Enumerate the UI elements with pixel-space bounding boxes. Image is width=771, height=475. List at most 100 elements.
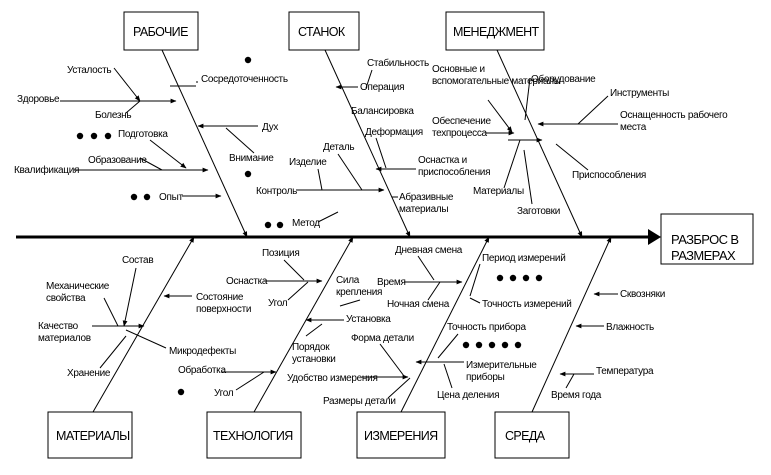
label-spirit: Дух xyxy=(262,122,278,133)
label-position: Позиция xyxy=(262,248,299,259)
line-attention xyxy=(225,127,255,154)
label-surface-condition-line: Состояние xyxy=(196,292,244,303)
label-tooling-line: приспособления xyxy=(418,166,490,178)
label-control: Контроль xyxy=(256,186,297,197)
label-workplace-equipping-line: Оснащенность рабочего xyxy=(620,109,728,121)
dot xyxy=(475,341,483,349)
label-experience: Опыт xyxy=(159,192,183,203)
category-environment: СРЕДА xyxy=(505,429,546,443)
arrow-basic-materials xyxy=(487,99,513,133)
category-management: МЕНЕДЖМЕНТ xyxy=(453,25,539,39)
label-training: Подготовка xyxy=(118,129,168,140)
line-part xyxy=(337,153,363,191)
label-balancing-line: Балансировка xyxy=(351,106,414,117)
effect-line1: РАЗБРОС В xyxy=(671,232,738,247)
label-time: Время xyxy=(377,277,406,288)
label-humidity: Влажность xyxy=(606,322,654,333)
dot xyxy=(514,341,522,349)
line-method xyxy=(317,211,339,223)
label-vibrations: Сквозняки xyxy=(620,289,665,300)
label-tooling-line: Оснастка и xyxy=(418,155,467,166)
dot xyxy=(535,274,543,282)
branch-workers xyxy=(161,49,248,238)
line-day-shift xyxy=(417,255,435,281)
label-blanks: Заготовки xyxy=(517,206,560,217)
line-time-of-year xyxy=(565,373,575,389)
branch-measurement xyxy=(400,236,490,413)
category-box-technology xyxy=(206,411,302,459)
line-angle2 xyxy=(235,371,265,391)
arrow-fatigue xyxy=(113,67,141,102)
line-mounting-order xyxy=(305,323,323,337)
label-angle: Угол xyxy=(268,298,288,309)
arrow-training xyxy=(149,139,187,169)
dot xyxy=(501,341,509,349)
dot xyxy=(130,193,138,201)
spine-arrowhead xyxy=(648,229,661,245)
dot xyxy=(522,274,530,282)
dot xyxy=(488,341,496,349)
label-storage: Хранение xyxy=(67,368,111,379)
category-measurement: ИЗМЕРЕНИЯ xyxy=(364,429,438,443)
label-night-shift: Ночная смена xyxy=(387,299,450,310)
branch-technology xyxy=(253,236,354,413)
label-time-of-year: Время года xyxy=(551,390,602,401)
branch-machine xyxy=(324,49,411,238)
label-abrasives-line: Абразивные xyxy=(399,191,454,203)
line-illness xyxy=(125,100,141,114)
label-mechanical-properties-line: Механические xyxy=(46,281,110,292)
line-microdefects xyxy=(125,329,167,349)
dot xyxy=(76,132,84,140)
label-product: Изделие xyxy=(289,157,327,168)
label-method: Метод xyxy=(292,218,320,229)
line-accuracy-dev xyxy=(437,333,459,359)
line-equipment xyxy=(524,77,531,121)
label-abrasives-line: материалы xyxy=(399,204,448,215)
label-temperature: Температура xyxy=(596,366,654,377)
category-technology: ТЕХНОЛОГИЯ xyxy=(213,429,293,443)
label-part: Деталь xyxy=(323,142,354,153)
category-box-management xyxy=(445,11,545,51)
category-box-machine xyxy=(288,11,360,51)
label-surface-condition-line: поверхности xyxy=(196,304,251,315)
label-deformation: Деформация xyxy=(365,126,423,138)
category-box-materials xyxy=(47,411,133,459)
label-accuracy-meas: Точность измерений xyxy=(482,299,572,310)
label-part-dims: Размеры детали xyxy=(323,396,396,407)
line-mechanical xyxy=(103,297,119,327)
dot xyxy=(244,170,252,178)
line-stability xyxy=(365,69,373,89)
line-night-shift xyxy=(427,281,441,301)
dot xyxy=(264,221,272,229)
arrow-composition xyxy=(122,267,137,327)
line-education xyxy=(139,157,163,171)
label-qualification: Квалификация xyxy=(14,164,79,176)
label-mounting-order-line: Порядок xyxy=(292,342,330,353)
line-storage xyxy=(99,335,127,369)
dot xyxy=(177,388,185,396)
label-angle2: Угол xyxy=(214,388,234,399)
effect-line2: РАЗМЕРАХ xyxy=(671,248,736,263)
dot xyxy=(143,193,151,201)
label-basic-materials-line: Основные и xyxy=(432,64,485,75)
label-attention: Внимание xyxy=(229,153,274,164)
line-part-shape xyxy=(379,343,405,377)
label-period: Период измерений xyxy=(482,253,565,264)
line-product xyxy=(317,168,323,191)
line-accuracy-meas xyxy=(469,297,481,304)
label-balancing: Балансировка xyxy=(351,106,414,117)
label-material-quality-line: материалов xyxy=(38,333,91,344)
category-box-measurement xyxy=(356,411,446,459)
line-part-dims xyxy=(387,377,411,399)
dot xyxy=(276,221,284,229)
